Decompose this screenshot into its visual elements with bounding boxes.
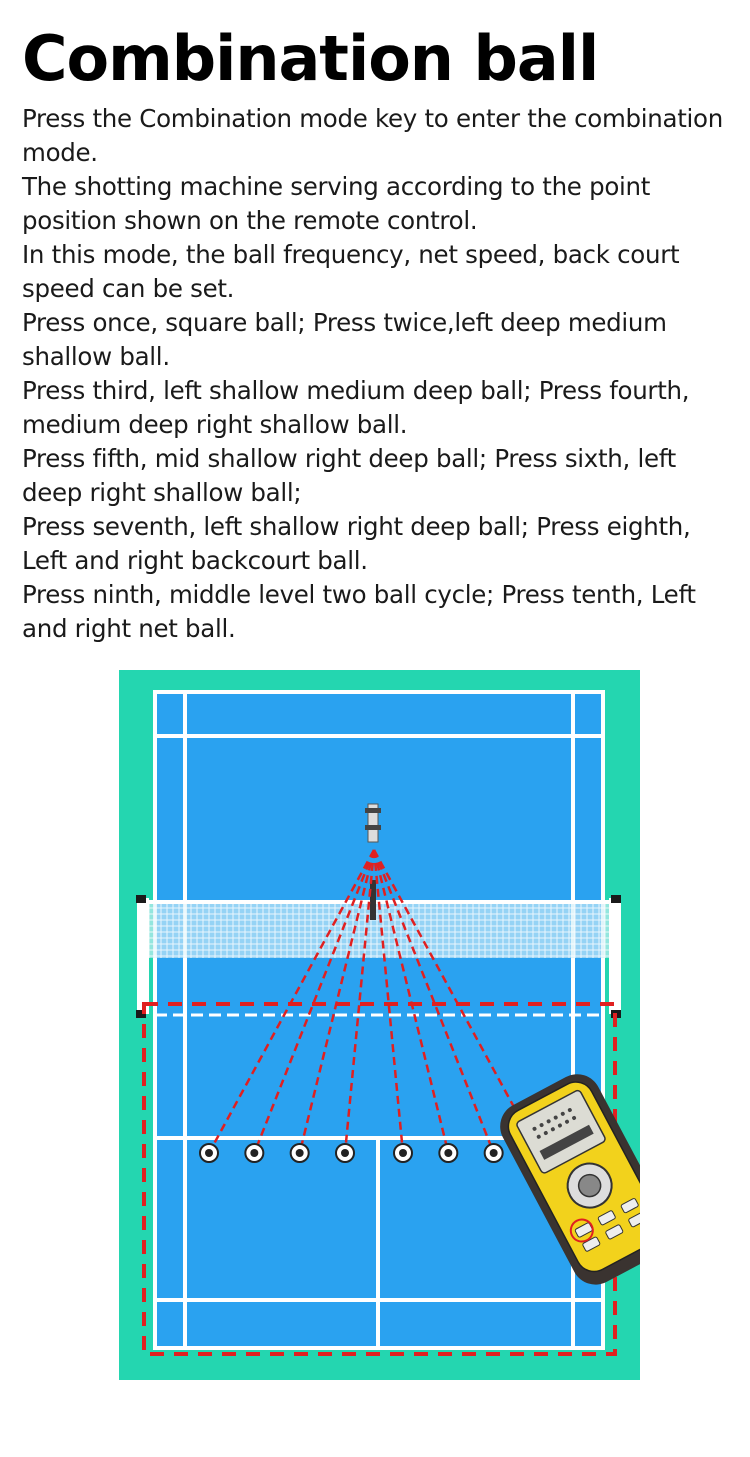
description: Press the Combination mode key to enter …	[22, 102, 737, 646]
description-line: Press fifth, mid shallow right deep ball…	[22, 444, 676, 507]
court-diagram	[119, 670, 640, 1380]
landing-points	[199, 1143, 549, 1163]
trajectory-line	[372, 849, 541, 1154]
shuttle-landing-icon	[335, 1143, 355, 1163]
description-line: The shotting machine serving according t…	[22, 172, 651, 235]
machine-icon	[365, 803, 381, 920]
trajectory-line	[372, 849, 495, 1154]
remote-control-icon	[500, 1074, 640, 1285]
shuttle-landing-icon	[438, 1143, 459, 1163]
description-line: Press third, left shallow medium deep ba…	[22, 376, 690, 439]
shuttle-landing-icon	[393, 1143, 413, 1163]
description-line: Press ninth, middle level two ball cycle…	[22, 580, 696, 643]
trajectory-line	[343, 849, 376, 1154]
page-title: Combination ball	[22, 22, 599, 95]
court-illustration	[119, 670, 640, 1380]
trajectories	[207, 849, 541, 1154]
description-line: In this mode, the ball frequency, net sp…	[22, 240, 680, 303]
shuttle-landing-icon	[244, 1143, 265, 1163]
trajectory-line	[207, 849, 376, 1154]
description-line: Press the Combination mode key to enter …	[22, 104, 723, 167]
shuttle-landing-icon	[289, 1143, 310, 1163]
trajectory-line	[372, 849, 405, 1154]
description-line: Press seventh, left shallow right deep b…	[22, 512, 691, 575]
trajectory-line	[253, 849, 376, 1154]
net	[136, 895, 621, 1018]
shuttle-landing-icon	[483, 1143, 504, 1163]
description-line: Press once, square ball; Press twice,lef…	[22, 308, 667, 371]
shuttle-landing-icon	[199, 1143, 219, 1163]
